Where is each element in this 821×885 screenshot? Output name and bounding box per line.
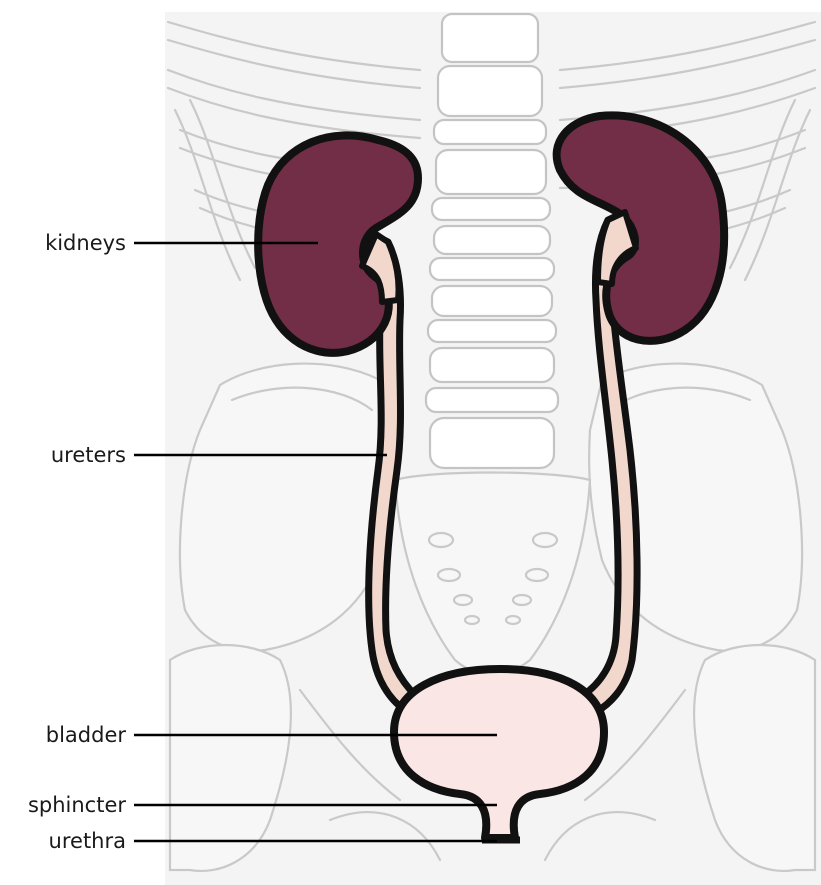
urethra-label: urethra [49, 829, 126, 853]
bladder-label: bladder [46, 723, 127, 747]
labels: kidneys ureters bladder sphincter urethr… [28, 231, 126, 853]
kidneys-label: kidneys [45, 231, 126, 255]
sphincter-label: sphincter [28, 793, 126, 817]
ureters-label: ureters [51, 443, 126, 467]
spine [426, 14, 558, 468]
